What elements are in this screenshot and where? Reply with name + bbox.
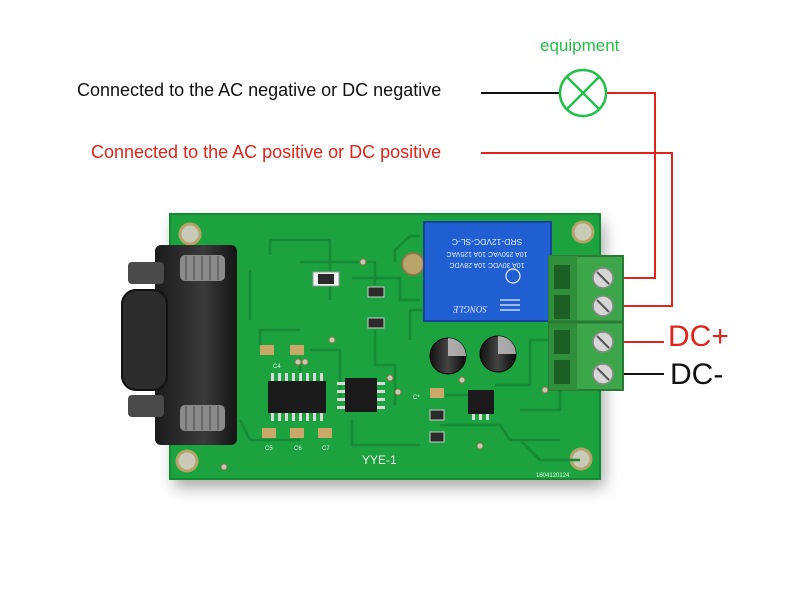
wiring: [481, 92, 673, 375]
relay: SRD-12VDC-SL-C 10A 250VAC 10A 125VAC 10A…: [423, 221, 552, 322]
mounting-holes: [175, 220, 595, 473]
relay-rating-text-2: 10A 30VDC 10A 28VDC: [449, 261, 524, 268]
cqc-mark-icon: [505, 268, 521, 284]
relay-rating-text-1: 10A 250VAC 10A 125VAC: [446, 250, 527, 257]
transistor: [468, 390, 494, 420]
equipment-to-relay-wire: [606, 92, 656, 279]
positive-wire-to-relay: [481, 152, 673, 307]
ic-chip-8pin: [337, 378, 385, 412]
equipment-label: equipment: [540, 36, 620, 55]
songle-logo-icon: [500, 299, 520, 311]
board-serial-text: 1604120124: [536, 473, 570, 479]
relay-brand-text: SONGLE: [453, 304, 488, 314]
terminal-screw-icons: [592, 267, 614, 385]
ic-chip-16pin: [268, 373, 326, 421]
db9-connector: [121, 245, 237, 445]
terminal-block: [548, 255, 624, 391]
dc-minus-label: DC-: [670, 358, 724, 391]
dc-plus-label: DC+: [668, 320, 729, 353]
negative-connection-label: Connected to the AC negative or DC negat…: [77, 80, 442, 100]
relay-pad: [401, 252, 425, 276]
lamp-icon: [558, 68, 608, 118]
cap-label-c6: C6: [294, 446, 302, 452]
cap-label-c4: C4: [273, 364, 281, 370]
board-model-text: YYE-1: [362, 453, 397, 467]
cap-label-c7: C7: [322, 446, 330, 452]
smd-components: [260, 271, 445, 443]
relay-model-text: SRD-12VDC-SL-C: [452, 237, 522, 247]
cap-label-cstar: C*: [413, 395, 420, 401]
positive-connection-label: Connected to the AC positive or DC posit…: [91, 142, 442, 162]
electrolytic-capacitors: [429, 335, 517, 375]
vias: [220, 258, 549, 471]
terminal-slots: [554, 265, 570, 384]
pcb-traces: [238, 234, 580, 462]
cap-label-c5: C5: [265, 446, 273, 452]
